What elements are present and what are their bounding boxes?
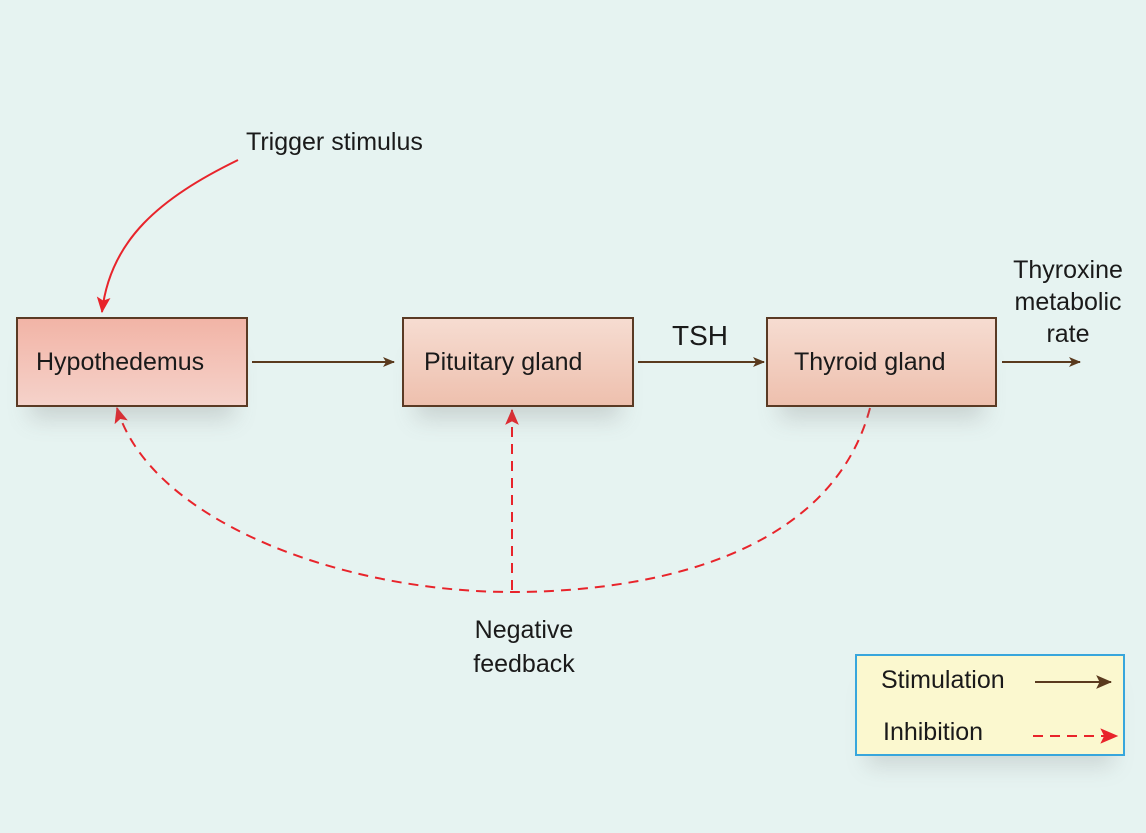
thyroxine-label: Thyroxine metabolic rate bbox=[998, 254, 1138, 350]
pituitary-gland-box: Pituitary gland bbox=[402, 317, 634, 407]
feedback-loop-thyroid-to-hypothalamus bbox=[114, 406, 871, 594]
negative-feedback-line-2: feedback bbox=[473, 650, 575, 678]
arrow-trigger-stimulus bbox=[96, 159, 239, 314]
thyroxine-line-3: rate bbox=[1046, 320, 1090, 348]
hypothalamus-label: Hypothedemus bbox=[36, 347, 205, 376]
negative-feedback-line-1: Negative bbox=[474, 616, 574, 644]
thyroxine-line-1: Thyroxine bbox=[1013, 256, 1123, 284]
thyroid-gland-label: Thyroid gland bbox=[794, 347, 946, 376]
hypothalamus-box: Hypothedemus bbox=[16, 317, 248, 407]
legend: Stimulation Inhibition bbox=[855, 654, 1125, 756]
legend-symbols bbox=[1033, 675, 1119, 744]
thyroxine-line-2: metabolic bbox=[1014, 288, 1122, 316]
legend-inhibition-label: Inhibition bbox=[883, 718, 984, 746]
thyroid-gland-box: Thyroid gland bbox=[766, 317, 997, 407]
legend-stimulation-label: Stimulation bbox=[881, 666, 1005, 694]
tsh-label: TSH bbox=[672, 320, 728, 351]
pituitary-gland-label: Pituitary gland bbox=[424, 347, 583, 376]
negative-feedback-label: Negative feedback bbox=[444, 613, 604, 681]
trigger-stimulus-label: Trigger stimulus bbox=[246, 128, 423, 156]
